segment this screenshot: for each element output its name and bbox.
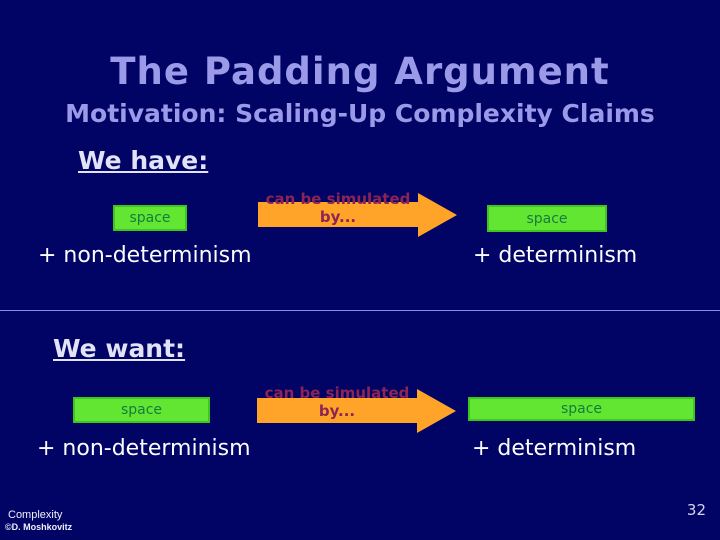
page-number: 32 [686,501,706,519]
arrow-caption-have: can be simulated by... [258,190,418,226]
label-want-non-determinism: + non-determinism [37,436,251,461]
space-box-have-right: space [487,205,607,232]
footer-course-name: Complexity [8,509,63,521]
space-box-want-right: space [468,397,695,421]
space-box-label: space [120,402,163,418]
footer-credit-block: Complexity ©D. Moshkovitz [5,509,73,532]
space-box-label: space [526,210,568,227]
space-box-label: space [129,210,171,226]
slide-title: The Padding Argument [110,50,610,93]
section-heading-have: We have: [78,146,209,175]
slide-subtitle: Motivation: Scaling-Up Complexity Claims [65,99,655,128]
space-box-want-left: space [73,397,210,423]
section-divider [0,310,720,311]
footer-author-credit: ©D. Moshkovitz [5,522,73,532]
space-box-have-left: space [113,205,187,231]
right-arrow-icon [258,193,457,237]
arrow-caption-line1: can be simulated [264,384,410,402]
label-have-determinism: + determinism [473,243,638,268]
label-want-determinism: + determinism [472,436,637,461]
label-have-non-determinism: + non-determinism [38,243,252,268]
arrow-caption-line1: can be simulated [265,190,411,208]
section-heading-want: We want: [53,334,186,363]
arrow-caption-line2: by... [318,402,356,420]
arrow-caption-want: can be simulated by... [257,384,417,420]
space-box-label: space [560,401,603,417]
right-arrow-icon [257,389,456,433]
arrow-caption-line2: by... [319,208,357,226]
